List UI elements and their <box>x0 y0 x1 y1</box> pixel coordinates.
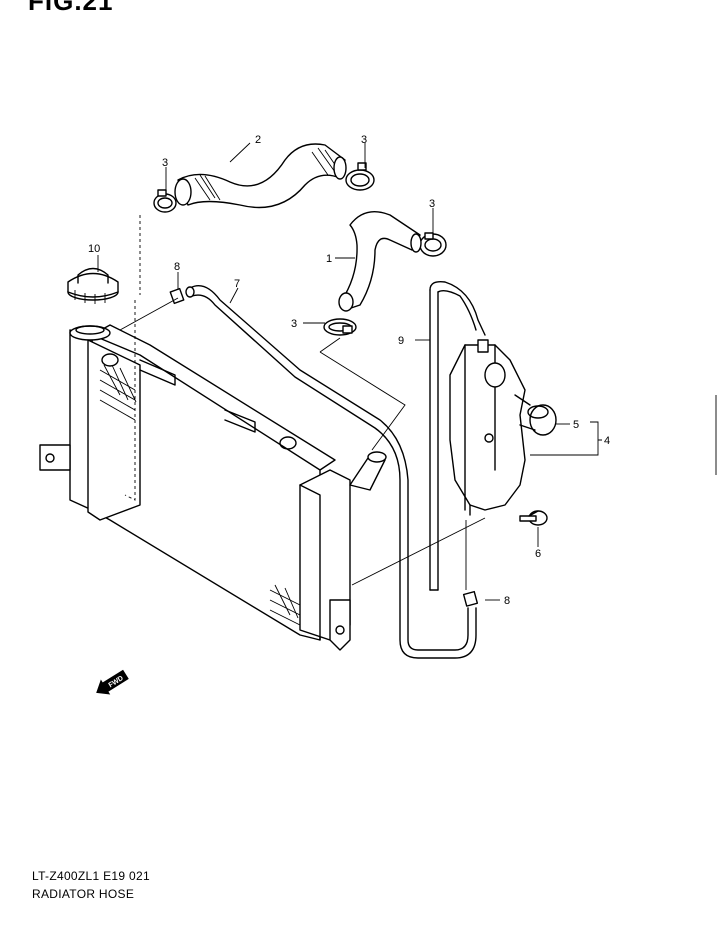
leader-lines <box>97 142 602 601</box>
callout-labels: 2 3 3 3 3 1 4 5 6 7 8 8 9 10 <box>88 134 610 607</box>
figure-caption: RADIATOR HOSE <box>32 887 135 901</box>
reservoir-tank <box>449 339 526 516</box>
bolt <box>519 510 548 526</box>
callout-clip-8a: 8 <box>174 261 180 273</box>
forward-arrow-icon: FWD <box>96 669 129 695</box>
callout-cap-10: 10 <box>88 243 100 255</box>
hose-clip-lower <box>462 590 479 607</box>
callout-clip-8b: 8 <box>504 595 510 607</box>
radiator <box>39 215 387 651</box>
hose-clamp-lower <box>323 318 357 336</box>
callout-hose-7: 7 <box>234 278 240 290</box>
callout-clamp-3c: 3 <box>429 198 435 210</box>
figure-title: FIG.21 <box>28 0 114 16</box>
hose-2 <box>174 143 347 209</box>
forward-arrow-label: FWD <box>108 675 125 689</box>
callout-hose-2: 2 <box>255 134 261 146</box>
radiator-fins-left <box>99 364 137 421</box>
callout-cap-5: 5 <box>573 419 579 431</box>
hose-clip-upper <box>169 287 185 305</box>
model-code: LT-Z400ZL1 E19 021 <box>32 869 150 883</box>
hose-clamp-upper-left <box>153 189 177 213</box>
callout-reservoir-4: 4 <box>604 435 610 447</box>
callout-clamp-3b: 3 <box>361 134 367 146</box>
callout-clamp-3d: 3 <box>291 318 297 330</box>
hose-clamp-mid-right <box>419 232 447 257</box>
hose-7 <box>185 285 477 659</box>
callout-clamp-3a: 3 <box>162 157 168 169</box>
callout-bolt-6: 6 <box>535 548 541 560</box>
hose-clamp-upper-right <box>345 162 375 191</box>
callout-hose-1: 1 <box>326 253 332 265</box>
reservoir-cap <box>514 394 557 436</box>
callout-hose-9: 9 <box>398 335 404 347</box>
hose-1 <box>338 211 422 312</box>
radiator-fins-right <box>269 584 301 626</box>
radiator-cap <box>67 267 119 304</box>
